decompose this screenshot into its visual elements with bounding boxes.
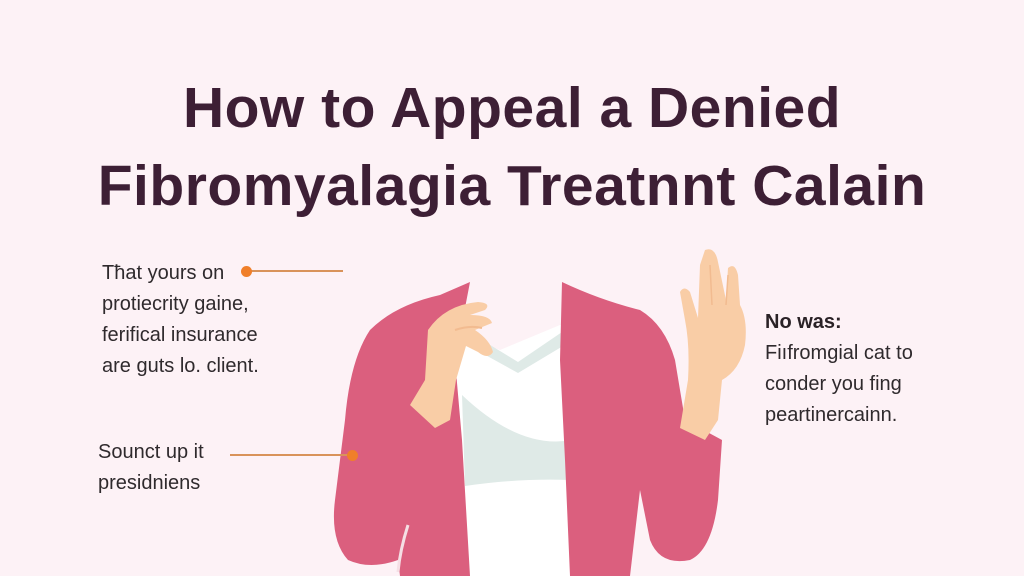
title-line-1: How to Appeal a Denied (182, 76, 842, 140)
title-line-2: Fibromyalagia Treatnnt Calain (97, 154, 927, 218)
callout-line: peartinercainn. (765, 404, 898, 426)
callout-line: are guts lo. client. (102, 355, 259, 377)
callout-right: No was: Fiıfromgial cat to conder you fi… (765, 307, 913, 431)
hand-right (680, 249, 746, 440)
callout-line: Fiıfromgial cat to (765, 342, 913, 364)
shirt-band (462, 395, 572, 486)
hand-left (410, 302, 493, 428)
connector-line-bottom (230, 454, 350, 456)
callout-dot-bottom (347, 450, 358, 461)
callout-line: ferifical insurance (102, 324, 258, 346)
callout-left-top: Tћat yours on protiecrity gaine, ferific… (102, 258, 259, 382)
finger-line (709, 264, 729, 306)
callout-line: Sounct up it (98, 441, 204, 463)
jacket-left-crease (396, 524, 410, 573)
callout-line: protiecrity gaine, (102, 293, 249, 315)
callout-left-bottom: Sounct up it presidniens (98, 437, 204, 499)
callout-line: presidniens (98, 472, 201, 494)
callout-dot-top (241, 266, 252, 277)
shirt-neckline (480, 330, 568, 373)
jacket-right (560, 282, 722, 576)
connector-line-top (248, 270, 343, 272)
finger-line (454, 325, 483, 331)
callout-heading: No was: (765, 311, 842, 333)
callout-line: conder you fing (765, 373, 902, 395)
callout-line: Tћat yours on (102, 262, 225, 284)
